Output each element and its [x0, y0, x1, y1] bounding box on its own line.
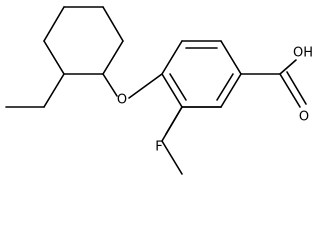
bond-ring-to-ethyl — [43, 73, 65, 108]
bond-oxygen-to-benzene — [128, 73, 163, 99]
bond-benzene-c1-c2 — [161, 73, 183, 108]
ether-oxygen-label: O — [117, 93, 127, 108]
molecule-drawing: O F OH O — [5, 6, 313, 175]
fluorine-substituent — [165, 106, 183, 135]
ether-linkage — [102, 73, 163, 99]
bond-ring-c2-c3 — [102, 40, 124, 75]
bond-benzene-c3-c4 — [161, 140, 183, 175]
double-bond-inner-right — [216, 73, 234, 101]
carboxylic-acid-group — [240, 59, 307, 108]
carbonyl-oxygen-label: O — [299, 110, 309, 125]
bond-benzene-ring-d — [220, 73, 242, 108]
bond-ring-c6-c1 — [43, 40, 65, 75]
bond-benzene-to-fluorine — [165, 106, 183, 135]
bond-carbonyl-double-b — [286, 71, 307, 105]
benzene-ring — [161, 40, 242, 175]
ethyl-group — [5, 73, 65, 108]
bond-ring-c5-c6 — [43, 6, 65, 42]
bond-benzene-ring-c — [220, 40, 242, 75]
double-bond-inner-left — [169, 73, 187, 101]
bond-benzene-ring-a — [161, 40, 183, 75]
structure-canvas: O F OH O — [5, 6, 314, 175]
bond-ring-c3-c4 — [102, 6, 124, 42]
bond-carbonyl-double-a — [279, 73, 301, 108]
fluorine-label: F — [155, 140, 162, 155]
bond-carboxyl-to-hydroxyl — [279, 59, 297, 75]
hydroxyl-label: OH — [293, 46, 313, 61]
bond-ring-to-oxygen — [102, 73, 118, 97]
cyclohexane-ring — [43, 6, 124, 75]
